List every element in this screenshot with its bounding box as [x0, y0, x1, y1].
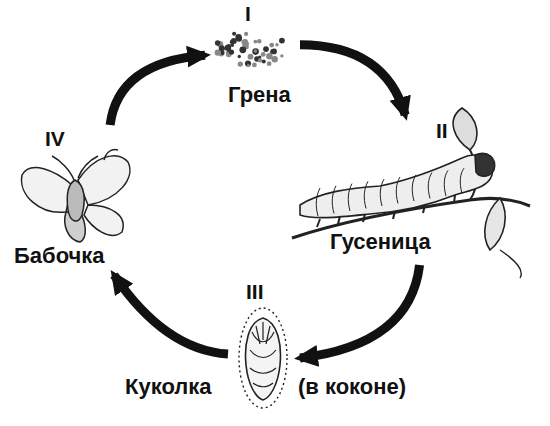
stage-label: Грена: [228, 82, 291, 107]
cycle-arrow: [300, 265, 420, 358]
stage-number: II: [436, 119, 448, 143]
cycle-arrow: [300, 45, 405, 115]
stage-label: Гусеница: [330, 229, 431, 254]
stage-number: IV: [45, 127, 65, 151]
moth-stage: IV Бабочка: [10, 125, 140, 275]
caterpillar-drawing: [292, 108, 530, 278]
stage-label: Бабочка: [14, 243, 105, 268]
caterpillar-stage: II Гусеница: [290, 115, 530, 265]
stage-label: Куколка: [125, 374, 212, 399]
stage-label: (в коконе): [298, 374, 406, 399]
moth-drawing: [22, 149, 130, 242]
stage-number: I: [245, 2, 251, 26]
cycle-arrow: [114, 275, 228, 354]
egg-cluster: [215, 32, 285, 68]
stage-number: III: [246, 280, 264, 304]
pupa-drawing: [239, 308, 287, 408]
egg-stage: I Грена: [205, 0, 300, 115]
cycle-arrow: [110, 55, 205, 125]
pupa-stage: IIIКуколка(в коконе): [228, 280, 300, 410]
